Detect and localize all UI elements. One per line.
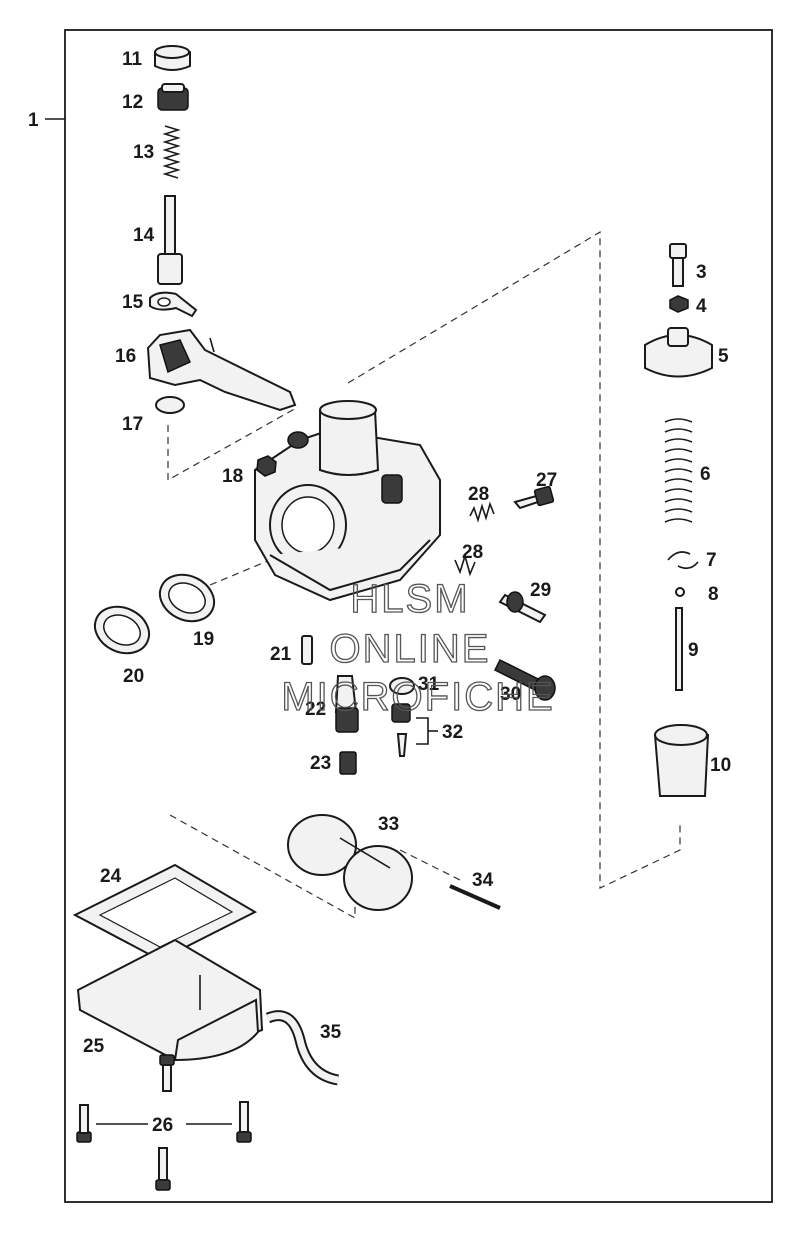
callout-29: 29 <box>530 580 551 601</box>
callout-34: 34 <box>472 870 494 891</box>
callout-3: 3 <box>696 262 707 283</box>
callout-7: 7 <box>706 550 717 571</box>
watermark-line-3: MICROFICHE <box>281 675 554 719</box>
callout-13: 13 <box>133 142 154 163</box>
callout-35: 35 <box>320 1022 342 1043</box>
part-21-jet <box>301 635 313 665</box>
part-28-spring-bottom <box>454 553 476 577</box>
part-17-washer <box>155 396 185 414</box>
part-26-screws <box>76 1054 252 1191</box>
callout-28-top: 28 <box>468 484 489 505</box>
part-8-clip <box>675 587 685 597</box>
callout-19: 19 <box>193 629 214 650</box>
callout-8: 8 <box>708 584 719 605</box>
part-4-nut <box>669 295 689 313</box>
callout-31: 31 <box>418 674 440 695</box>
part-30-screw <box>493 658 556 701</box>
callout-23: 23 <box>310 753 331 774</box>
callout-16: 16 <box>115 346 136 367</box>
callout-10: 10 <box>710 755 731 776</box>
callout-9: 9 <box>688 640 699 661</box>
callout-5: 5 <box>718 346 729 367</box>
part-31-washer <box>389 677 415 695</box>
part-19-ring <box>158 573 216 623</box>
callout-25: 25 <box>83 1036 105 1057</box>
part-24-gasket <box>72 863 258 962</box>
assembly-dashed-lines <box>167 230 681 920</box>
callout-14: 14 <box>133 225 155 246</box>
watermark-line-2: ONLINE <box>330 627 491 671</box>
part-20-ring <box>93 605 151 655</box>
part-33-float <box>287 814 413 911</box>
part-7-clip <box>667 551 699 570</box>
part-12-nut <box>157 83 189 111</box>
part-3-screw <box>669 243 687 287</box>
callout-22: 22 <box>305 699 326 720</box>
callout-32: 32 <box>442 722 463 743</box>
callout-33: 33 <box>378 814 399 835</box>
part-6-spring <box>664 418 693 523</box>
watermark-line-1: HLSM <box>350 577 469 621</box>
callout-17: 17 <box>122 414 143 435</box>
part-18-nut <box>256 455 277 477</box>
diagram-frame <box>64 29 773 1203</box>
part-15-bracket <box>149 291 198 318</box>
part-28-spring-top <box>469 501 495 523</box>
callout-4: 4 <box>696 296 707 317</box>
part-10-slide <box>653 724 710 797</box>
callout-20: 20 <box>123 666 144 687</box>
callout-18: 18 <box>222 466 243 487</box>
callout-26: 26 <box>152 1115 173 1136</box>
part-23-jet <box>339 751 357 775</box>
part-32-needle-valve <box>391 703 438 757</box>
watermark: HLSM ONLINE MICROFICHE <box>281 576 554 719</box>
part-25-float-bowl <box>76 938 264 1062</box>
carburetor-body <box>254 400 441 602</box>
part-27-screw <box>513 485 555 510</box>
part-16-choke-lever <box>146 328 297 412</box>
part-5-cap <box>644 327 713 378</box>
part-14-plunger <box>157 195 183 285</box>
callout-12: 12 <box>122 92 143 113</box>
callout-15: 15 <box>122 292 144 313</box>
callout-11: 11 <box>122 49 143 70</box>
callout-24: 24 <box>100 866 122 887</box>
callout-21: 21 <box>270 644 292 665</box>
callout-28-bottom: 28 <box>462 542 483 563</box>
part-13-spring <box>162 125 181 179</box>
part-34-pin <box>449 884 501 910</box>
part-11-cap <box>154 45 191 71</box>
callout-6: 6 <box>700 464 711 485</box>
part-22-jet <box>334 675 359 733</box>
part-29-screw <box>498 591 547 624</box>
part-9-needle <box>675 607 683 691</box>
callout-labels: 1 3 4 5 6 7 8 9 10 11 12 13 14 15 16 17 … <box>28 49 731 1136</box>
callout-1: 1 <box>28 110 39 131</box>
callout-27: 27 <box>536 470 557 491</box>
callout-30: 30 <box>500 684 521 705</box>
